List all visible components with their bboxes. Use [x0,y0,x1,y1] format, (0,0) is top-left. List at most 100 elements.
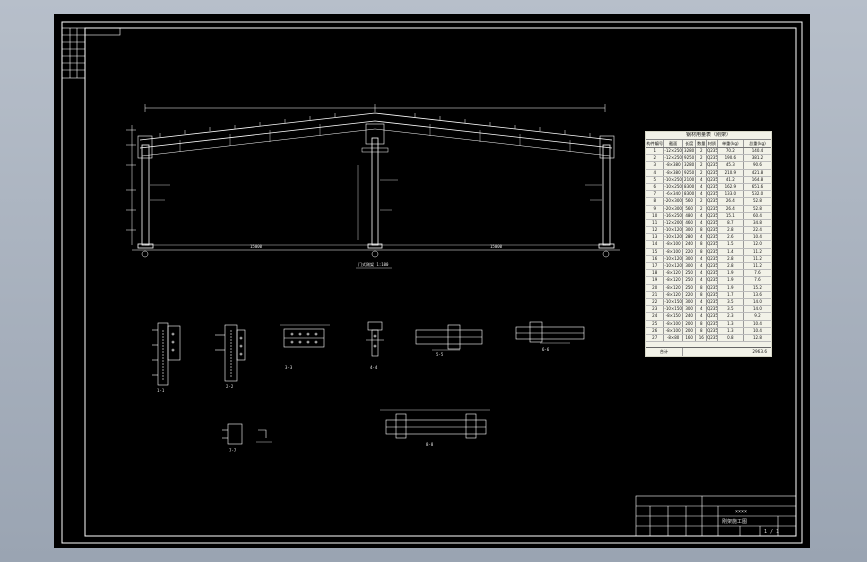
table-cell: 25 [646,320,665,327]
table-cell: 2.6 [718,234,744,241]
table-cell: 8300 [683,183,697,191]
table-cell: 3.5 [718,298,744,306]
table-cell: 27 [646,334,665,342]
detail-6 [515,321,585,344]
table-cell: 300 [683,263,697,270]
table-cell: Q235 [707,320,718,327]
material-table-header: 构件编号截面长度数量材质单重(kg)总重(kg) [646,140,771,148]
table-cell: 220 [683,248,697,255]
table-cell: Q235 [707,148,718,155]
table-cell: 140.4 [751,148,764,153]
table-cell: 15.1 [718,212,744,219]
table-cell: 1.9 [718,270,744,277]
table-cell: Q235 [707,219,718,227]
table-cell: 460 [683,219,697,227]
detail-2 [215,324,246,382]
detail-8 [380,409,490,439]
table-cell: 8 [696,320,708,327]
table-cell: 9250 [683,169,697,176]
table-cell: 21 [646,291,665,298]
revision-grid [61,27,121,79]
table-cell: 250 [683,270,697,277]
detail-4 [366,321,384,357]
outer-frame [61,21,803,544]
detail-3-label: 3-3 [285,365,293,370]
table-cell: 9250 [683,155,697,162]
detail-5-label: 5-5 [436,352,444,357]
rafter-top [139,112,613,141]
table-cell: 300 [683,227,697,234]
table-cell: Q235 [707,191,718,198]
detail-6-label: 6-6 [542,347,550,352]
table-cell: Q235 [707,313,718,320]
table-cell: 13.6 [753,291,762,297]
frame-caption: 门式刚架 1:100 [358,261,389,267]
detail-3 [280,324,330,348]
table-cell: -8×120 [664,277,683,284]
left-column [141,144,150,246]
table-cell: -6×340 [664,191,683,198]
table-cell: -10×120 [664,263,683,270]
detail-1 [152,322,181,386]
table-cell: Q235 [707,270,718,277]
table-cell: Q235 [707,298,718,306]
table-cell: 160 [683,334,697,342]
table-cell: 300 [683,298,697,306]
table-cell: 23 [646,306,665,313]
table-cell: 8.7 [718,219,744,227]
table-header-cell: 数量 [697,140,708,147]
table-header-cell: 总重(kg) [749,141,766,146]
right-span-dim: 15000 [490,244,503,249]
table-cell: -10×250 [664,183,683,191]
table-cell: 26.4 [718,205,744,212]
table-cell: 164.8 [751,176,764,182]
table-cell: 17 [646,263,665,270]
table-cell: 9 [646,205,665,212]
table-cell: 1.4 [718,248,744,255]
table-cell: 4 [696,270,708,277]
table-cell: -16×250 [664,212,683,219]
table-cell: -8×100 [664,248,683,255]
table-cell: 70.2 [718,148,744,155]
table-cell: 5 [646,176,665,183]
table-cell: 10.4 [753,327,762,333]
table-cell: 532.0 [751,191,764,197]
table-cell: Q235 [707,205,718,212]
table-cell: -12×250 [664,155,683,162]
table-cell: 8 [696,284,708,291]
table-cell: 8 [696,327,708,334]
table-cell: 4 [646,169,665,176]
table-cell: 4 [696,212,708,219]
table-cell: 240 [683,313,697,320]
table-cell: 45.3 [718,162,744,169]
table-cell: 11.2 [753,255,762,261]
table-cell: Q235 [707,212,718,219]
table-cell: 8 [696,248,708,255]
table-cell: 12.8 [753,334,762,340]
detail-7-label: 7-7 [229,448,237,453]
table-cell: -10×250 [664,176,683,183]
table-cell: -8×100 [664,320,683,327]
table-cell: 560 [683,198,697,205]
table-cell: -8×100 [664,327,683,334]
table-cell: Q235 [707,162,718,169]
table-cell: -8×120 [664,291,683,298]
table-cell: 300 [683,255,697,262]
table-cell: -20×300 [664,205,683,212]
table-cell: 10.4 [753,234,762,240]
table-cell: 280 [683,234,697,241]
table-header-cell: 单重(kg) [718,140,744,147]
inner-frame [84,27,797,537]
table-cell: 14.0 [753,298,762,304]
table-cell: -8×100 [664,241,683,248]
